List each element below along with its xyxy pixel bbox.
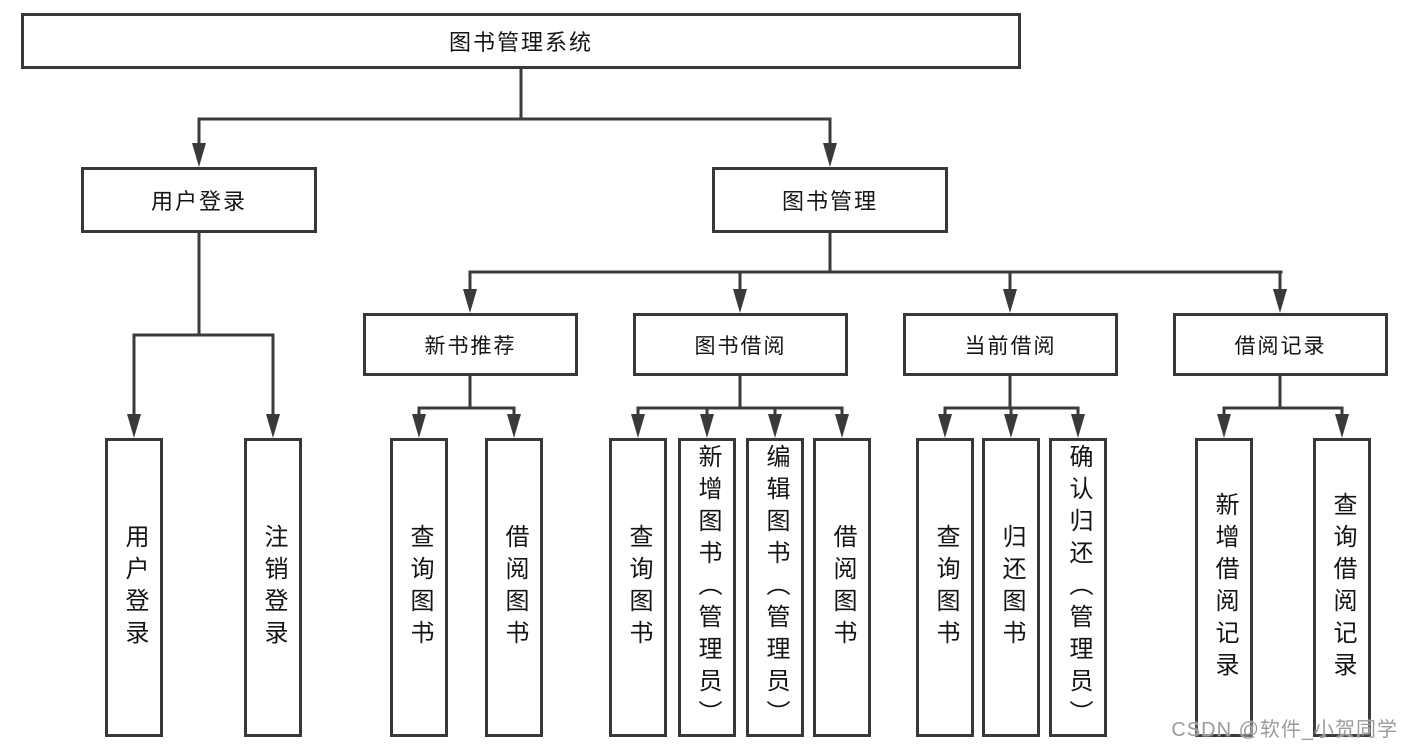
connector-book-management-branch [468, 230, 1283, 296]
connector-book-borrow-branch [636, 374, 844, 421]
node-label: 图书管理系统 [448, 30, 593, 55]
connector-user-login-branch [132, 230, 275, 421]
leaf-label: 查询图书 [625, 523, 652, 652]
leaf-current-query-books: 查询图书 [916, 438, 974, 737]
leaf-newbook-query-books: 查询图书 [390, 438, 448, 737]
node-current-borrow: 当前借阅 [903, 313, 1118, 376]
csdn-watermark: CSDN @软件_小贺同学 [1171, 719, 1398, 741]
leaf-label: 编辑图书（管理员） [762, 443, 789, 732]
node-label: 图书借阅 [694, 334, 787, 358]
node-label: 新书推荐 [424, 334, 517, 358]
leaf-label: 注销登录 [260, 523, 287, 652]
leaf-label: 查询图书 [406, 523, 433, 652]
connector-new-book-branch [417, 374, 516, 421]
leaf-record-add-borrow-record: 新增借阅记录 [1195, 438, 1253, 737]
leaf-borrow-edit-books-admin: 编辑图书（管理员） [746, 438, 804, 737]
leaf-borrow-add-books-admin: 新增图书（管理员） [678, 438, 736, 737]
leaf-label: 借阅图书 [829, 523, 856, 652]
leaf-newbook-borrow-books: 借阅图书 [485, 438, 543, 737]
node-library-management-system: 图书管理系统 [21, 13, 1021, 69]
leaf-borrow-query-books: 查询图书 [609, 438, 667, 737]
connector-root-to-level2 [197, 66, 832, 150]
node-label: 用户登录 [150, 189, 247, 214]
node-label: 当前借阅 [964, 334, 1057, 358]
leaf-label: 确认归还（管理员） [1065, 443, 1092, 732]
node-book-management: 图书管理 [712, 167, 948, 233]
leaf-borrow-borrow-books: 借阅图书 [813, 438, 871, 737]
node-user-login: 用户登录 [81, 167, 317, 233]
leaf-label: 归还图书 [998, 523, 1025, 652]
node-borrow-records: 借阅记录 [1173, 313, 1388, 376]
leaf-user-login: 用户登录 [105, 438, 163, 737]
leaf-label: 新增图书（管理员） [694, 443, 721, 732]
node-label: 借阅记录 [1234, 334, 1327, 358]
leaf-label: 新增借阅记录 [1211, 491, 1238, 684]
leaf-record-query-borrow-record: 查询借阅记录 [1313, 438, 1371, 737]
leaf-label: 查询借阅记录 [1329, 491, 1356, 684]
leaf-label: 用户登录 [121, 523, 148, 652]
leaf-current-confirm-return-admin: 确认归还（管理员） [1049, 438, 1107, 737]
leaf-current-return-books: 归还图书 [982, 438, 1040, 737]
connector-borrow-record-branch [1222, 374, 1344, 421]
leaf-label: 查询图书 [932, 523, 959, 652]
node-book-borrow: 图书借阅 [633, 313, 848, 376]
leaf-label: 借阅图书 [501, 523, 528, 652]
node-label: 图书管理 [781, 189, 878, 214]
node-new-book-recommend: 新书推荐 [363, 313, 578, 376]
connector-current-borrow-branch [943, 374, 1080, 421]
leaf-logout: 注销登录 [244, 438, 302, 737]
